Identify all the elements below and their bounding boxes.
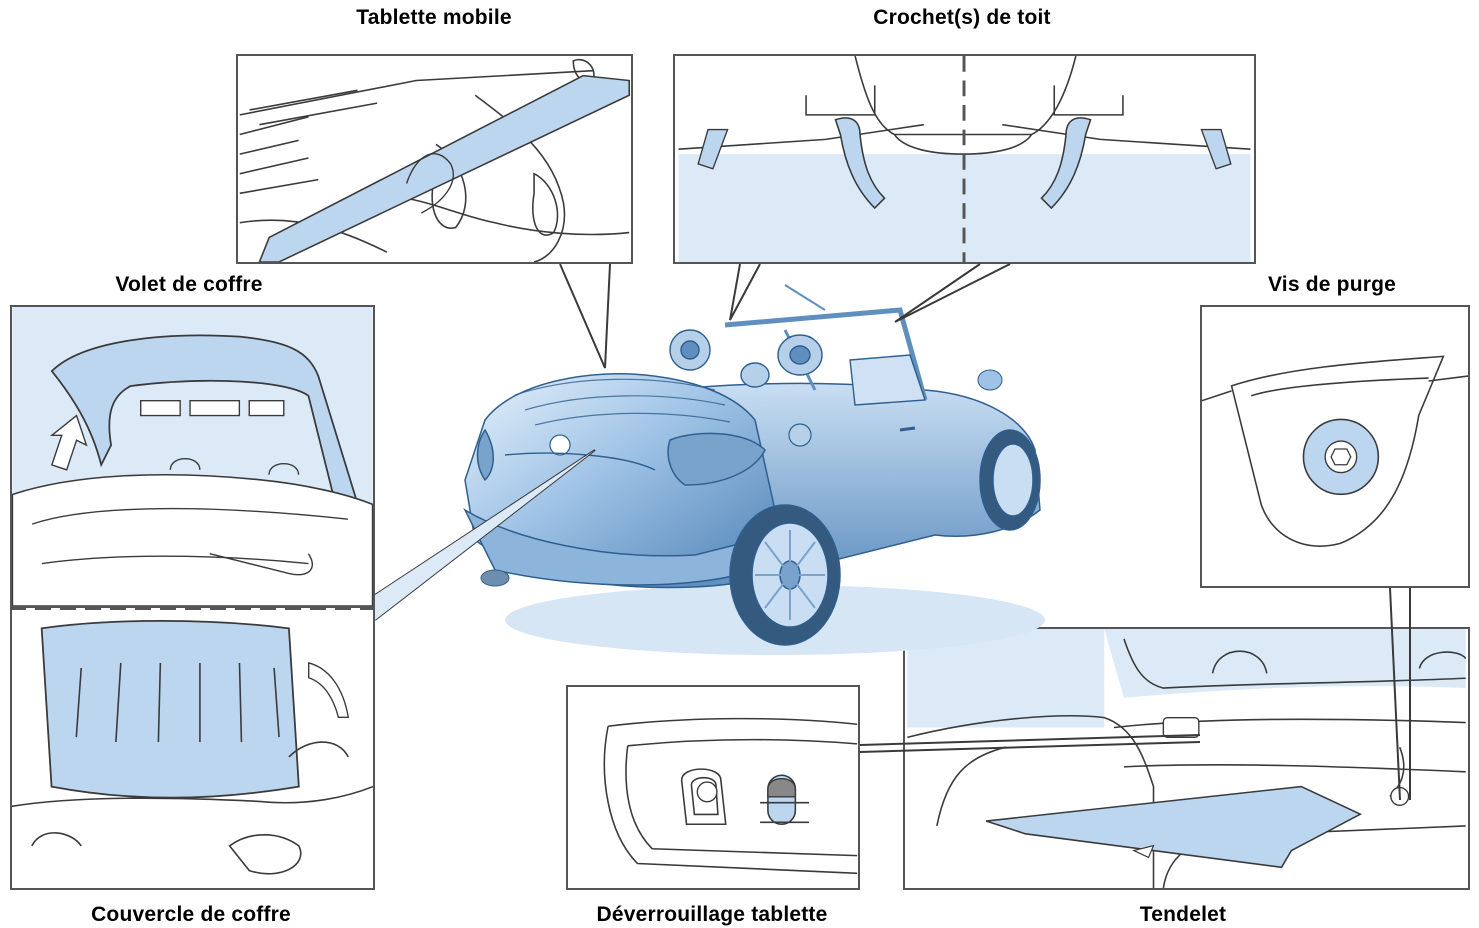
crochets-de-toit-illustration xyxy=(678,56,1251,262)
panel-couvercle-de-coffre xyxy=(10,608,375,890)
panel-deverrouillage-tablette xyxy=(566,685,860,890)
label-tablette-mobile: Tablette mobile xyxy=(356,6,512,29)
panel-volet-de-coffre xyxy=(10,305,375,608)
panel-tendelet xyxy=(903,627,1470,890)
panel-tablette-mobile xyxy=(236,54,633,264)
label-volet-de-coffre: Volet de coffre xyxy=(115,273,263,296)
tablette-mobile-illustration xyxy=(239,56,631,262)
label-crochets-de-toit: Crochet(s) de toit xyxy=(873,6,1051,29)
panel-crochets-de-toit xyxy=(673,54,1256,264)
label-tendelet: Tendelet xyxy=(1139,903,1227,926)
tendelet-illustration xyxy=(907,629,1467,888)
volet-de-coffre-illustration xyxy=(12,307,373,606)
label-vis-de-purge: Vis de purge xyxy=(1267,273,1397,296)
label-deverrouillage-tablette: Déverrouillage tablette xyxy=(596,903,828,926)
label-couvercle-de-coffre: Couvercle de coffre xyxy=(91,903,291,926)
couvercle-de-coffre-illustration xyxy=(12,608,373,888)
deverrouillage-tablette-illustration xyxy=(568,687,858,888)
car-illustration xyxy=(463,284,1045,655)
panel-vis-de-purge xyxy=(1200,305,1470,588)
vis-de-purge-illustration xyxy=(1202,307,1468,586)
